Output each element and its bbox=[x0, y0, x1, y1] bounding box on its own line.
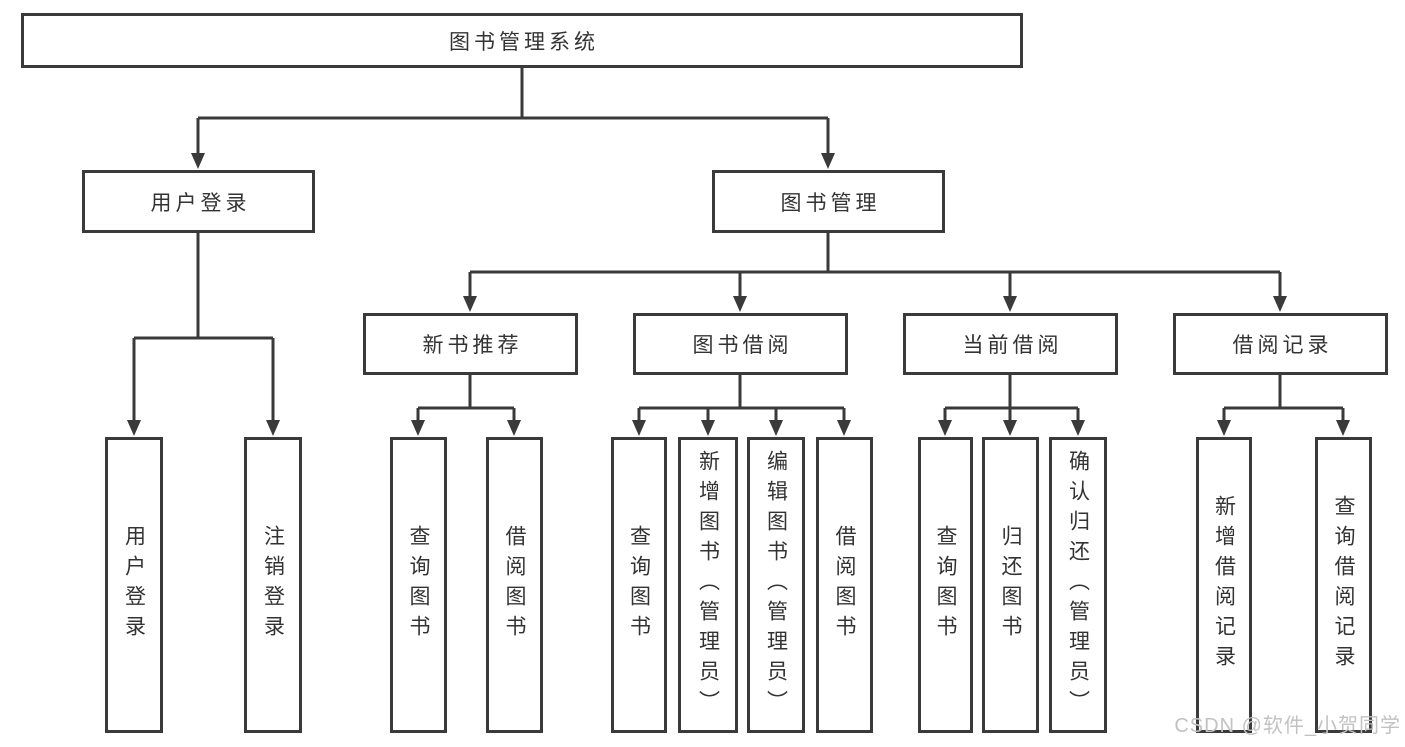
leaf-query-borrow-record: 查询借阅记录 bbox=[1315, 437, 1372, 733]
connector-borrowrecords-to-leaves bbox=[1217, 375, 1350, 436]
node-label: 图书管理系统 bbox=[449, 30, 599, 54]
node-label: 图书管理 bbox=[780, 191, 881, 215]
node-label: 用户登录 bbox=[150, 191, 251, 215]
leaf-borrow-books-recommend: 借阅图书 bbox=[486, 437, 543, 733]
leaf-add-book-admin: 新增图书（管理员） bbox=[678, 437, 738, 733]
leaf-query-books-recommend: 查询图书 bbox=[390, 437, 447, 733]
node-label: 查询图书 bbox=[407, 525, 430, 645]
watermark-text: CSDN @软件_小贺同学 bbox=[1174, 715, 1401, 737]
node-label: 借阅图书 bbox=[833, 525, 856, 645]
node-new-book-recommend: 新书推荐 bbox=[363, 313, 578, 375]
leaf-logout: 注销登录 bbox=[244, 437, 302, 733]
connector-currentborrow-to-leaves bbox=[938, 375, 1085, 436]
node-book-management: 图书管理 bbox=[712, 170, 945, 233]
leaf-return-book: 归还图书 bbox=[982, 437, 1039, 733]
leaf-edit-book-admin: 编辑图书（管理员） bbox=[747, 437, 805, 733]
connector-bookmgmt-to-level3 bbox=[463, 233, 1287, 312]
leaf-borrow-books: 借阅图书 bbox=[816, 437, 873, 733]
leaf-user-login: 用户登录 bbox=[105, 437, 163, 733]
node-label: 编辑图书（管理员） bbox=[764, 450, 788, 720]
node-label: 查询图书 bbox=[934, 525, 957, 645]
connector-newbook-to-leaves bbox=[411, 375, 521, 436]
node-current-borrow: 当前借阅 bbox=[903, 313, 1118, 375]
node-label: 图书借阅 bbox=[692, 334, 793, 357]
node-label: 查询借阅记录 bbox=[1332, 495, 1355, 675]
connector-root-to-level2 bbox=[191, 68, 835, 169]
node-label: 借阅记录 bbox=[1232, 334, 1333, 357]
node-label: 新增图书（管理员） bbox=[696, 450, 720, 720]
node-label: 新增借阅记录 bbox=[1212, 495, 1236, 675]
node-label: 注销登录 bbox=[261, 525, 285, 645]
leaf-add-borrow-record: 新增借阅记录 bbox=[1196, 437, 1252, 733]
node-book-borrow: 图书借阅 bbox=[633, 313, 848, 375]
node-user-login: 用户登录 bbox=[82, 170, 315, 233]
node-label: 当前借阅 bbox=[962, 334, 1063, 357]
node-borrow-records: 借阅记录 bbox=[1173, 313, 1388, 375]
connector-userlogin-to-leaves bbox=[127, 233, 280, 436]
node-label: 归还图书 bbox=[999, 525, 1022, 645]
node-label: 查询图书 bbox=[627, 525, 651, 645]
node-label: 确认归还（管理员） bbox=[1066, 450, 1090, 720]
leaf-query-books-current: 查询图书 bbox=[918, 437, 973, 733]
node-label: 新书推荐 bbox=[422, 334, 523, 357]
node-label: 借阅图书 bbox=[503, 525, 526, 645]
connector-bookborrow-to-leaves bbox=[632, 375, 851, 436]
leaf-confirm-return-admin: 确认归还（管理员） bbox=[1049, 437, 1107, 733]
node-label: 用户登录 bbox=[122, 525, 146, 645]
leaf-query-books-borrow: 查询图书 bbox=[611, 437, 667, 733]
node-root: 图书管理系统 bbox=[21, 13, 1023, 68]
